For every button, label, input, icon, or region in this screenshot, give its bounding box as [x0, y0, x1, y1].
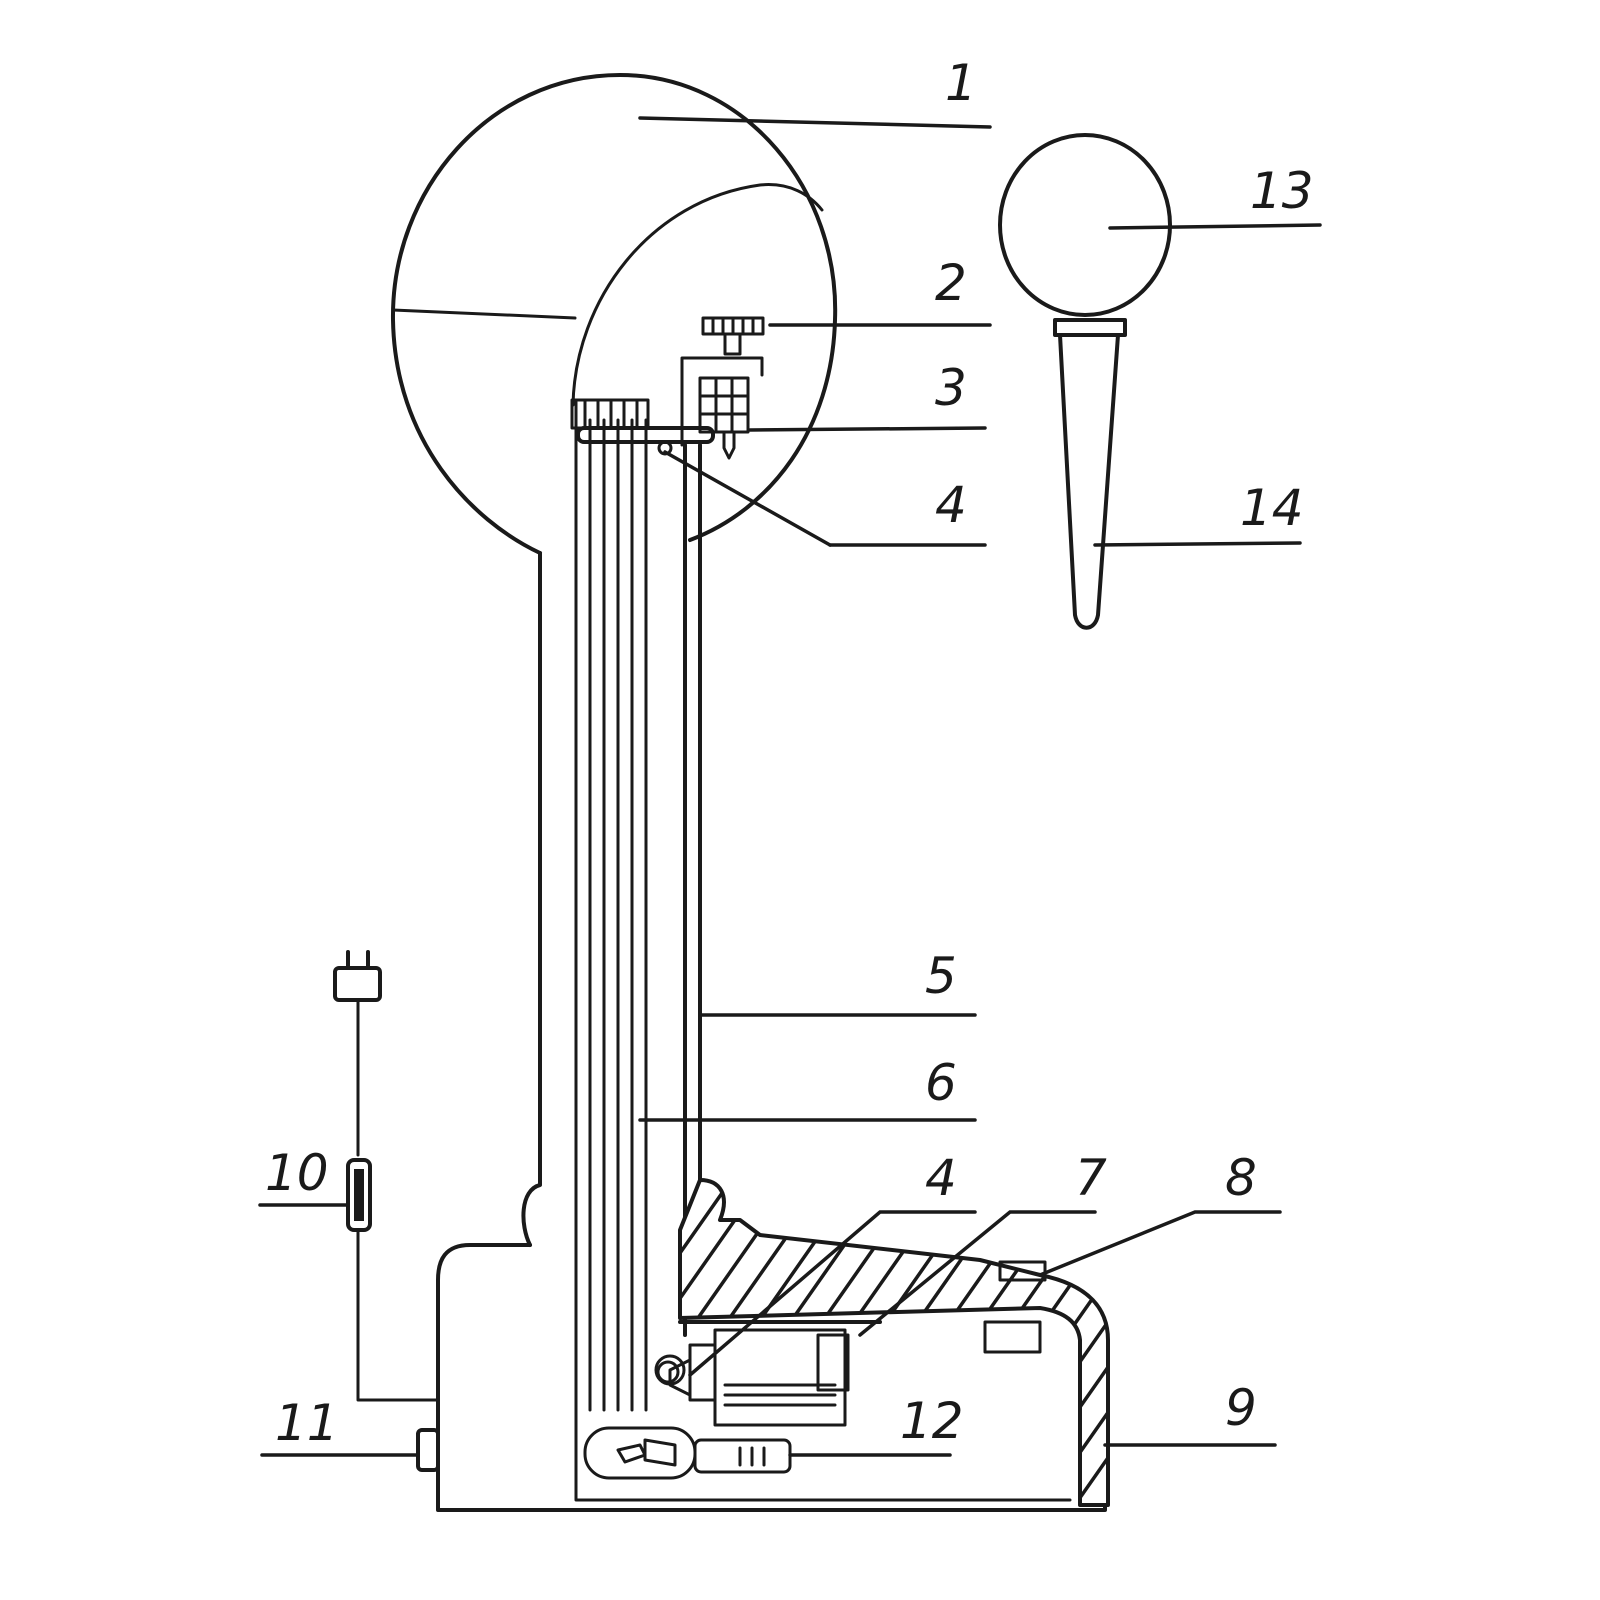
label-8: 8: [1225, 1149, 1257, 1207]
leader-8: [1038, 1210, 1282, 1277]
fuse: [346, 1158, 372, 1232]
upper-brush-assembly: [680, 316, 765, 460]
discharge-sphere: [998, 133, 1172, 337]
rubber-belt: [683, 443, 702, 1337]
leader-1: [638, 116, 992, 129]
label-14: 14: [1240, 479, 1304, 537]
lower-roller: [654, 1354, 686, 1386]
motor: [656, 1328, 850, 1427]
label-1: 1: [945, 54, 977, 112]
leader-lines: [258, 116, 1322, 1457]
base-cover-hatched: [678, 1178, 1110, 1507]
power-plug: [333, 950, 382, 1002]
leader-4-bottom: [688, 1210, 977, 1377]
label-5: 5: [925, 947, 957, 1005]
callout-labels: 1 2 3 4 5 6 4 7 8 9 10 11 12 13 14: [265, 54, 1314, 1452]
label-11: 11: [275, 1394, 339, 1452]
indicator-lamp: [583, 1426, 792, 1480]
label-13: 13: [1250, 162, 1314, 220]
leader-7: [858, 1210, 1097, 1337]
collector-sphere: [390, 73, 838, 1247]
label-10: 10: [265, 1144, 329, 1202]
insulating-handle: [1058, 333, 1120, 630]
label-4-top: 4: [935, 476, 967, 534]
leader-14: [1093, 541, 1302, 547]
power-cord: [356, 998, 440, 1402]
upper-roller: [570, 398, 715, 444]
label-7: 7: [1075, 1149, 1107, 1207]
leader-13: [1108, 223, 1322, 230]
label-12: 12: [900, 1392, 964, 1450]
power-knob: [416, 1428, 440, 1472]
label-9: 9: [1225, 1379, 1257, 1437]
switch: [983, 1260, 1047, 1354]
label-3: 3: [935, 359, 967, 417]
label-4-bottom: 4: [925, 1149, 957, 1207]
label-6: 6: [925, 1054, 957, 1112]
label-2: 2: [935, 254, 967, 312]
leader-3: [748, 426, 987, 432]
leader-4-top: [663, 450, 832, 547]
insulating-column: [574, 400, 648, 1422]
